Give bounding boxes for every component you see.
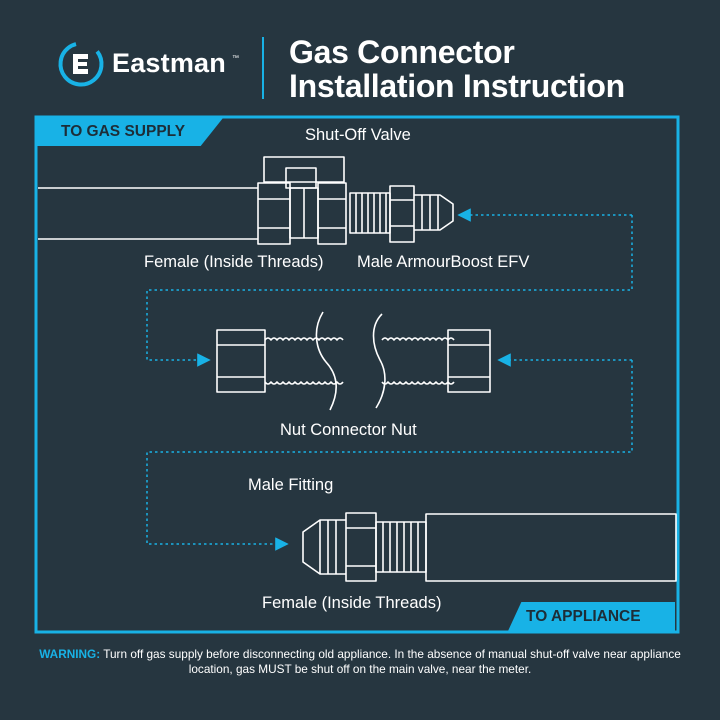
gas-supply-pipe — [38, 187, 258, 240]
label-nut-connector-nut: Nut Connector Nut — [280, 421, 417, 439]
tab-to-gas-supply-label: TO GAS SUPPLY — [61, 123, 186, 140]
tab-to-gas-supply: TO GAS SUPPLY — [37, 118, 223, 146]
warning-heading: WARNING: — [39, 647, 101, 661]
tab-to-appliance-label: TO APPLIANCE — [526, 608, 641, 625]
label-male-fitting: Male Fitting — [248, 476, 334, 494]
trademark-mark: ™ — [232, 55, 239, 62]
page-title-line2: Installation Instruction — [289, 68, 625, 104]
header-divider — [262, 37, 264, 99]
page-title-line1: Gas Connector — [289, 34, 515, 70]
flow-arrow-efv-to-left-nut — [146, 215, 633, 367]
label-shut-off-valve: Shut-Off Valve — [305, 126, 411, 144]
eastman-logo-icon — [58, 41, 104, 87]
label-male-efv: Male ArmourBoost EFV — [357, 253, 530, 271]
appliance-pipe — [425, 513, 677, 582]
connector-nut-right-icon — [372, 313, 491, 409]
diagram-frame — [34, 115, 680, 634]
warning-text: WARNING: Turn off gas supply before disc… — [30, 647, 690, 677]
connector-nut-left-icon — [216, 311, 344, 411]
shut-off-valve-icon — [257, 156, 347, 245]
male-efv-fitting-icon — [349, 185, 454, 243]
flow-arrow-right-nut-to-male-fitting — [146, 360, 633, 551]
male-fitting-icon — [302, 512, 427, 582]
warning-body: Turn off gas supply before disconnecting… — [100, 647, 681, 676]
label-female-top: Female (Inside Threads) — [144, 253, 324, 271]
label-female-bottom: Female (Inside Threads) — [262, 594, 442, 612]
tab-to-appliance: TO APPLIANCE — [508, 602, 675, 631]
brand-name: Eastman — [112, 48, 226, 78]
